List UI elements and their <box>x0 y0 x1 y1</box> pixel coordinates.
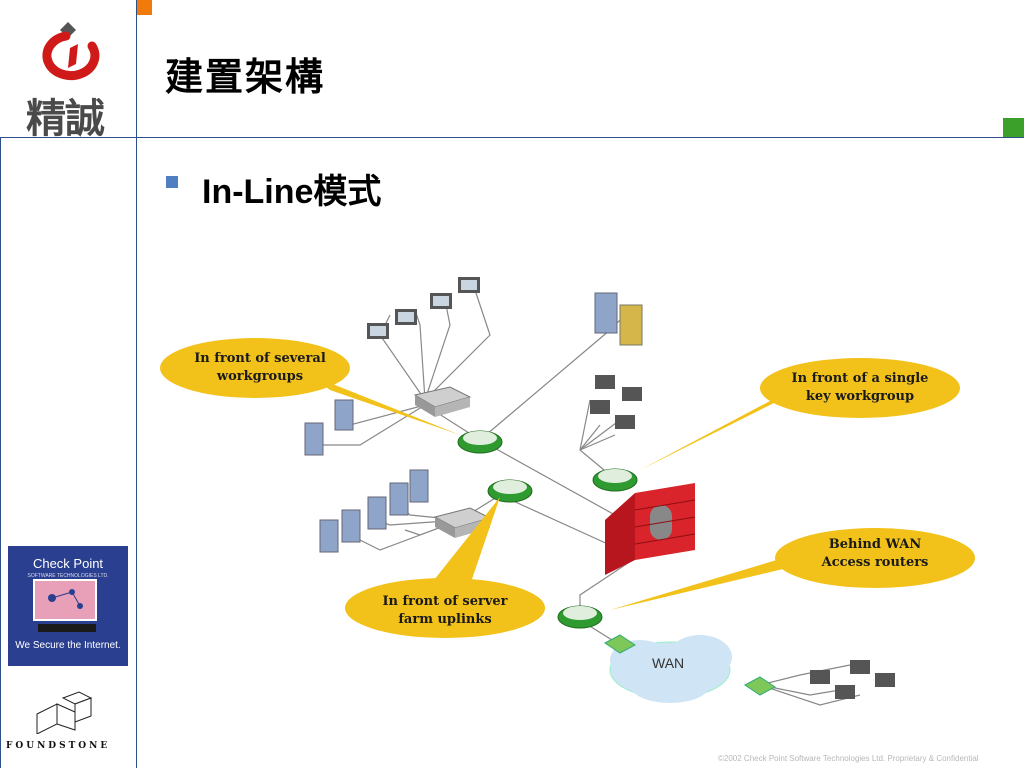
callout-behind-wan-routers: Behind WAN Access routers <box>821 537 929 570</box>
checkpoint-monitor-icon <box>33 579 97 632</box>
callout-several-workgroups: In front of several workgroups <box>194 351 326 384</box>
workstation-group-top <box>367 277 480 339</box>
workstation-group-bottom-right <box>810 660 895 699</box>
slide-title: 建置架構 <box>165 54 326 99</box>
checkpoint-name: Check Point <box>32 556 104 571</box>
bullet-text: In-Line模式 <box>202 173 382 211</box>
checkpoint-tagline: We Secure the Internet. <box>15 640 121 651</box>
server-group-left <box>304 399 354 456</box>
server-group-top-right <box>594 292 643 346</box>
workstation-group-right <box>590 375 642 429</box>
firewall-icon <box>605 483 696 575</box>
green-accent-square <box>1003 118 1024 137</box>
callout-shapes <box>160 338 975 638</box>
checkpoint-subtitle: SOFTWARE TECHNOLOGIES LTD. <box>27 573 109 579</box>
workgroup-hub-icon <box>413 386 472 417</box>
company-logo-text: 精誠 <box>26 96 105 142</box>
foundstone-text: FOUNDSTONE <box>6 741 111 751</box>
bullet-marker <box>166 176 178 188</box>
sidebar-divider <box>136 0 137 768</box>
left-border <box>0 137 1 768</box>
network-diagram <box>160 277 975 706</box>
callout-server-farm-uplinks: In front of server farm uplinks <box>382 594 508 627</box>
foundstone-logo-icon <box>36 691 93 734</box>
router-icons <box>604 634 776 696</box>
ips-device-icons <box>457 430 638 629</box>
wan-label: WAN <box>652 655 685 671</box>
header-divider <box>0 137 1024 138</box>
callout-single-key-workgroup: In front of a single key workgroup <box>791 371 929 404</box>
company-logo-icon <box>42 22 100 81</box>
footer-copyright: ©2002 Check Point Software Technologies … <box>718 754 979 763</box>
wan-cloud-icon <box>609 635 732 703</box>
server-farm-group <box>319 469 429 553</box>
orange-accent-square <box>137 0 152 15</box>
